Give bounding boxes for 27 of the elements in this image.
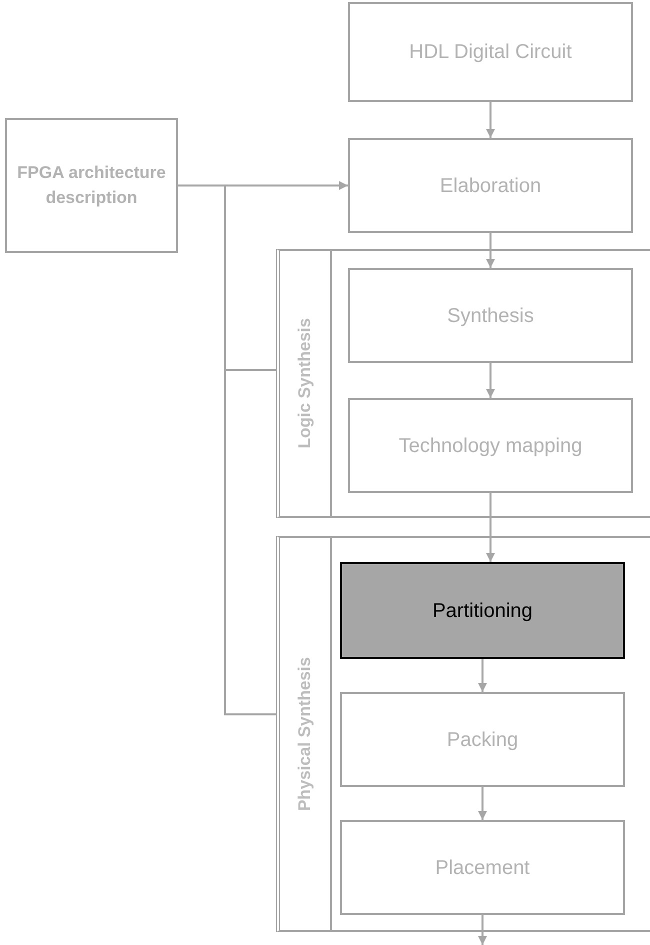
input-box [5,118,178,253]
stage-group [276,536,650,932]
box-label: FPGA architecture description [16,162,167,208]
box-label: Synthesis [446,304,535,328]
process-box [340,692,625,787]
box-label: Placement [434,856,531,880]
connector-arrow [478,915,487,945]
box-label: Packing [446,728,520,752]
connector-arrow [486,233,495,268]
group-label: Physical Synthesis [295,656,315,812]
process-box [348,2,633,102]
process-box [340,820,625,915]
box-label: Technology mapping [398,434,584,458]
process-box [348,138,633,233]
connector-arrow [486,102,495,138]
connector-arrow [478,659,487,692]
highlighted-process-box [340,562,625,659]
process-box [348,398,633,493]
connector-arrow [478,787,487,820]
box-label: Elaboration [438,174,542,198]
group-label: Logic Synthesis [295,318,315,449]
box-label: Partitioning [431,598,534,622]
stage-group [276,249,650,518]
process-box [348,268,633,363]
connector-arrow [486,363,495,398]
connector-arrow [486,493,495,562]
box-label: HDL Digital Circuit [408,40,573,64]
